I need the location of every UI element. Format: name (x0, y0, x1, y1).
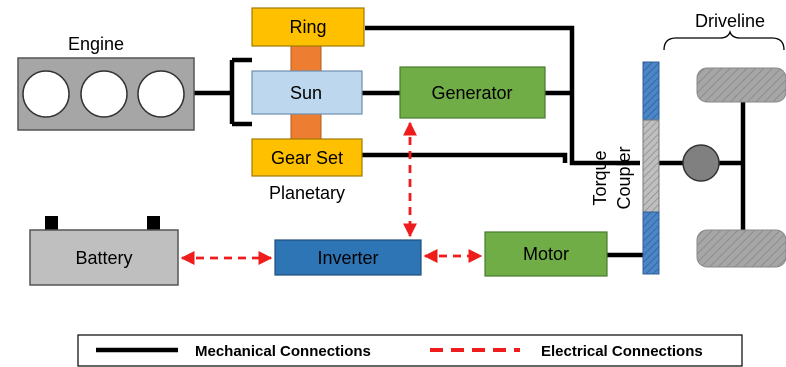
differential (682, 144, 720, 182)
motor: Motor (484, 231, 608, 277)
motor-box (484, 231, 608, 277)
sun-gear-box (251, 70, 363, 115)
mechanical-connections (194, 25, 746, 258)
battery-label: Battery (75, 248, 132, 268)
ring-to-coupler-shaft (365, 25, 640, 166)
legend-mechanical-label: Mechanical Connections (195, 343, 371, 360)
inverter: Inverter (274, 239, 422, 276)
planetary-gear-set: Ring Sun Gear Set Planetary (251, 7, 365, 203)
torque-coupler-label-line2: Coupler (614, 146, 634, 209)
torque-coupler-bottom (642, 211, 660, 275)
battery: Battery (29, 216, 179, 286)
gear-set-label: Gear Set (271, 148, 343, 168)
torque-coupler: Torque Coupler (590, 61, 660, 275)
driveline-bracket (663, 29, 785, 51)
engine-label: Engine (68, 34, 124, 54)
engine-cylinder-1 (22, 70, 70, 118)
gear-set-box (251, 138, 363, 177)
generator-box (399, 66, 546, 119)
ring-gear-label: Ring (289, 17, 326, 37)
legend-electrical-label: Electrical Connections (541, 343, 703, 360)
planet-pin-lower (290, 113, 322, 140)
driveline: Driveline (663, 11, 786, 268)
engine-cylinder-3 (137, 70, 185, 118)
inverter-box (274, 239, 422, 276)
motor-label: Motor (523, 244, 569, 264)
generator: Generator (399, 66, 546, 119)
carrier-frame (229, 57, 252, 127)
planetary-label: Planetary (269, 183, 345, 203)
battery-box (29, 229, 179, 286)
driveline-label: Driveline (695, 11, 765, 31)
engine-cylinder-2 (80, 70, 128, 118)
wheel-top (696, 67, 786, 103)
sun-gear-label: Sun (290, 83, 322, 103)
engine: Engine (17, 34, 195, 131)
ring-gear-box (251, 7, 365, 47)
wheel-bottom (696, 229, 786, 268)
torque-coupler-top (642, 61, 660, 121)
battery-terminal-right (147, 216, 160, 230)
inverter-label: Inverter (317, 248, 378, 268)
legend: Mechanical Connections Electrical Connec… (77, 334, 743, 367)
torque-coupler-middle (642, 119, 660, 213)
planet-pin-upper (290, 45, 322, 72)
torque-coupler-label-line1: Torque (590, 150, 610, 205)
battery-terminal-left (45, 216, 58, 230)
gearset-to-coupler-shaft (362, 152, 568, 163)
generator-label: Generator (431, 83, 512, 103)
legend-box (77, 334, 743, 367)
electrical-connections (180, 121, 483, 265)
